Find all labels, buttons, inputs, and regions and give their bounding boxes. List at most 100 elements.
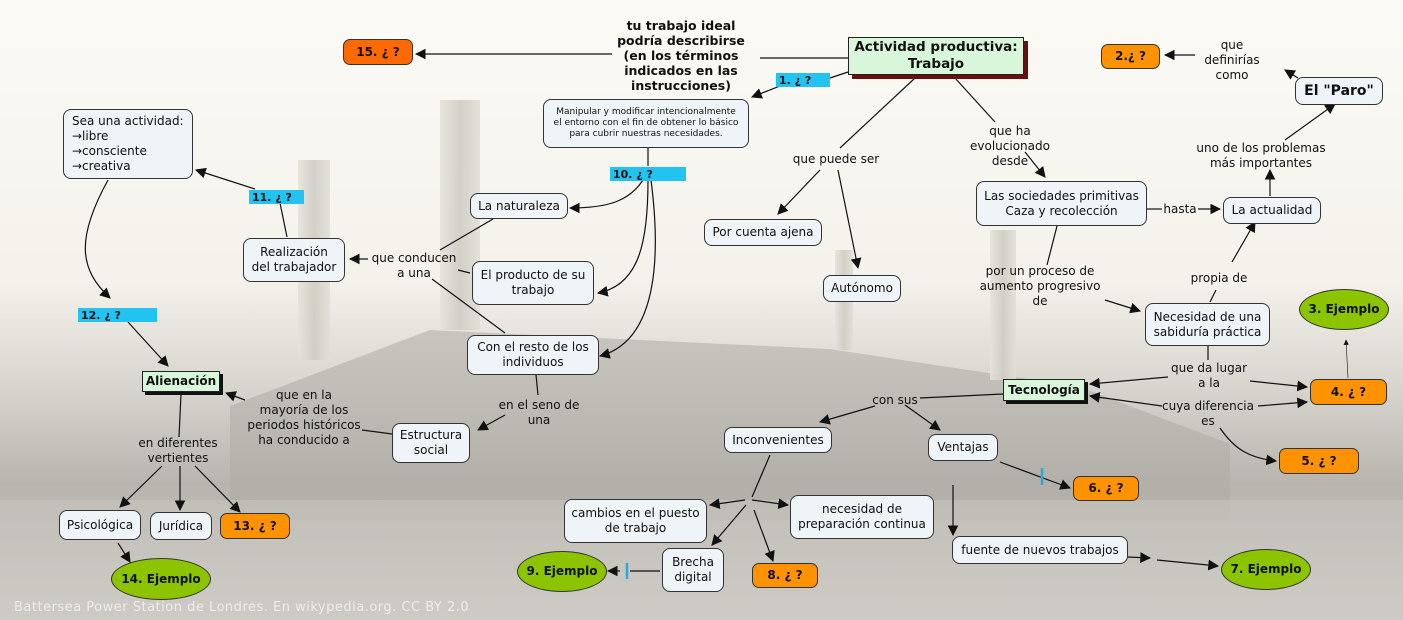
background-chimney — [990, 230, 1016, 380]
edge — [777, 169, 821, 215]
question-5[interactable]: 5. ¿ ? — [1279, 448, 1359, 474]
edge — [279, 202, 288, 238]
brecha-node[interactable]: Brecha digital — [662, 548, 724, 592]
link-diferencia: cuya diferencia es — [1162, 399, 1254, 428]
link-puede-ser: que puede ser — [792, 152, 880, 166]
link-da-lugar: que da lugar a la — [1170, 361, 1248, 390]
preparacion-node[interactable]: necesidad de preparación continua — [790, 495, 934, 539]
question-11[interactable]: 11. ¿ ? — [249, 190, 304, 204]
fuente-node[interactable]: fuente de nuevos trabajos — [952, 536, 1128, 564]
example-9[interactable]: 9. Ejemplo — [517, 551, 607, 592]
edge — [596, 179, 649, 297]
edge — [119, 465, 163, 508]
por-cuenta-ajena-node[interactable]: Por cuenta ajena — [704, 219, 822, 246]
link-hasta: hasta — [1163, 202, 1197, 216]
question-4[interactable]: 4. ¿ ? — [1310, 379, 1387, 405]
actividad-libre-node[interactable]: Sea una actividad: →libre →consciente →c… — [63, 109, 193, 179]
alienacion-node[interactable]: Alienación — [142, 371, 220, 392]
question-8[interactable]: 8. ¿ ? — [752, 563, 818, 588]
naturaleza-node[interactable]: La naturaleza — [470, 193, 568, 219]
edge — [127, 321, 169, 367]
actualidad-node[interactable]: La actualidad — [1223, 197, 1321, 224]
edge — [919, 393, 1004, 399]
edge — [904, 404, 941, 431]
edge — [1343, 339, 1349, 379]
edge — [750, 85, 781, 99]
edge — [1024, 151, 1046, 178]
cambios-node[interactable]: cambios en el puesto de trabajo — [564, 499, 707, 543]
edge — [1088, 376, 1169, 389]
edge — [1046, 225, 1058, 266]
edge — [999, 461, 1072, 490]
edge — [954, 77, 996, 123]
inconvenientes-node[interactable]: Inconvenientes — [724, 427, 832, 453]
link-definirias: que definirías como — [1204, 38, 1260, 82]
question-10[interactable]: 10. ¿ ? — [610, 167, 686, 181]
edge — [457, 269, 471, 274]
question-13[interactable]: 13. ¿ ? — [220, 513, 290, 539]
edge — [818, 405, 876, 425]
edge — [361, 429, 393, 435]
question-2[interactable]: 2.¿ ? — [1101, 44, 1160, 69]
psicologica-node[interactable]: Psicológica — [59, 510, 141, 540]
link-mayoria: que en la mayoría de los periodos histór… — [247, 388, 361, 447]
link-propia: propia de — [1190, 271, 1248, 285]
link-conducen: que conducen a una — [371, 251, 457, 280]
example-7[interactable]: 7. Ejemplo — [1221, 549, 1311, 590]
example-3[interactable]: 3. Ejemplo — [1299, 289, 1389, 330]
edge — [1219, 427, 1278, 466]
edge — [753, 509, 775, 563]
edge — [1257, 397, 1309, 409]
edge — [178, 393, 182, 438]
edge — [839, 77, 916, 149]
edge — [1209, 289, 1217, 303]
edge — [1127, 552, 1152, 563]
edge — [194, 465, 241, 513]
example-14[interactable]: 14. Ejemplo — [111, 558, 211, 600]
edge — [84, 179, 111, 299]
definition-node[interactable]: Manipular y modificar intencionalmente e… — [543, 99, 749, 148]
edge — [711, 504, 747, 546]
sabiduria-node[interactable]: Necesidad de una sabiduría práctica — [1145, 303, 1270, 346]
edge — [224, 391, 246, 402]
link-proceso: por un proceso de aumento progresivo de — [979, 264, 1101, 308]
edge — [1156, 559, 1220, 571]
question-15[interactable]: 15. ¿ ? — [343, 39, 413, 65]
question-12[interactable]: 12. ¿ ? — [78, 308, 157, 322]
edge — [439, 218, 494, 251]
edge — [829, 71, 849, 79]
edge — [1249, 380, 1309, 392]
tecnologia-node[interactable]: Tecnología — [1003, 379, 1085, 401]
image-credit: Battersea Power Station de Londres. En w… — [14, 600, 470, 615]
link-con-sus: con sus — [872, 393, 918, 407]
resto-individuos-node[interactable]: Con el resto de los individuos — [467, 335, 599, 375]
link-evolucionado: que ha evolucionado desde — [970, 124, 1050, 168]
question-1[interactable]: 1. ¿ ? — [776, 73, 830, 87]
link-vertientes: en diferentes vertientes — [138, 436, 218, 465]
link-seno: en el seno de una — [498, 398, 580, 427]
link-ideal: tu trabajo ideal podría describirse (en … — [617, 18, 745, 93]
sociedades-node[interactable]: Las sociedades primitivas Caza y recolec… — [976, 181, 1147, 226]
estructura-node[interactable]: Estructura social — [392, 423, 470, 463]
question-6[interactable]: 6. ¿ ? — [1073, 476, 1139, 501]
realizacion-node[interactable]: Realización del trabajador — [243, 238, 345, 282]
ventajas-node[interactable]: Ventajas — [928, 434, 998, 461]
edge — [751, 498, 790, 510]
edge — [535, 374, 539, 396]
paro-node[interactable]: El "Paro" — [1295, 77, 1383, 105]
edge — [1088, 391, 1163, 407]
edge — [1284, 69, 1299, 80]
edge — [117, 542, 131, 563]
main-concept-trabajo[interactable]: Actividad productiva: Trabajo — [848, 37, 1024, 75]
producto-node[interactable]: El producto de su trabajo — [472, 261, 594, 305]
autonomo-node[interactable]: Autónomo — [823, 275, 901, 302]
edge — [1231, 221, 1256, 263]
edge — [431, 278, 506, 334]
edge — [1284, 103, 1336, 141]
link-problemas: uno de los problemas más importantes — [1196, 141, 1326, 170]
edge — [598, 179, 656, 359]
juridica-node[interactable]: Jurídica — [150, 512, 212, 540]
edge — [568, 179, 644, 214]
